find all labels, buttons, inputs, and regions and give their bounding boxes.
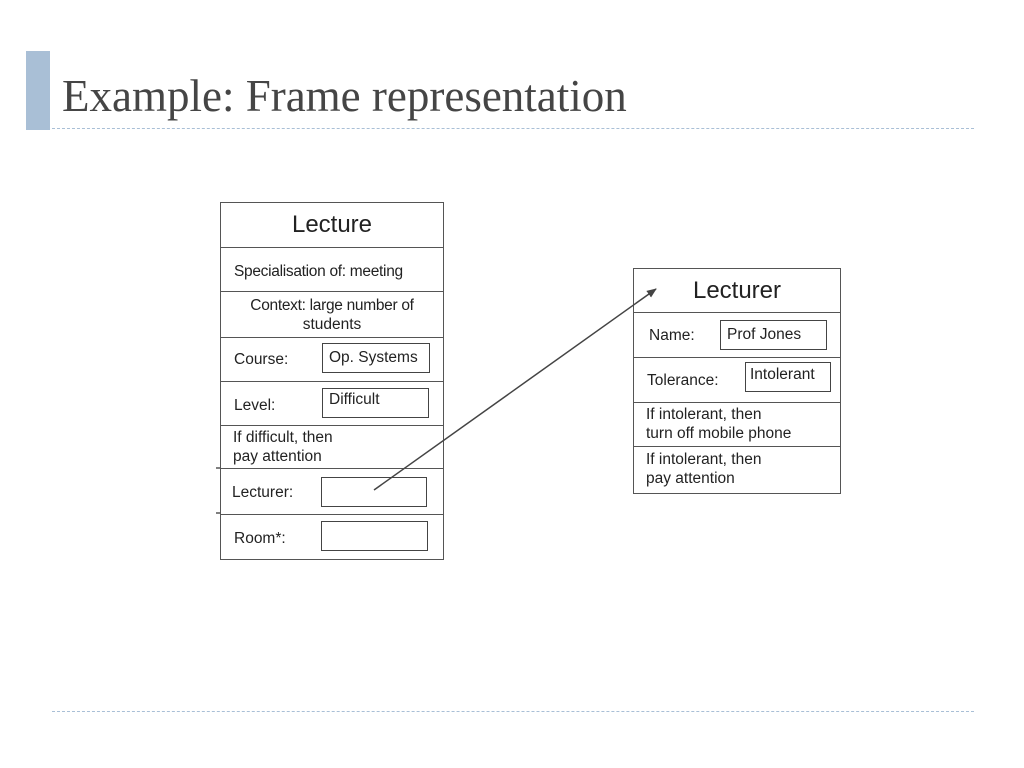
lecturer-slot-box xyxy=(321,477,427,507)
lecturer-tolerance-row: Tolerance: Intolerant xyxy=(634,358,840,403)
lecture-rule-row: If difficult, then pay attention xyxy=(221,426,443,469)
footer-divider xyxy=(52,711,974,712)
level-value-box: Difficult xyxy=(322,388,429,418)
lecture-frame: Lecture Specialisation of: meeting Conte… xyxy=(220,202,444,560)
room-label: Room*: xyxy=(234,530,286,547)
title-accent-bar xyxy=(26,51,50,130)
lecturer-rule1-line1: If intolerant, then xyxy=(646,406,762,423)
lecture-level-row: Level: Difficult xyxy=(221,382,443,426)
course-value-box: Op. Systems xyxy=(322,343,430,373)
tolerance-label: Tolerance: xyxy=(647,372,719,389)
lecture-context-line2: students xyxy=(302,316,362,333)
name-value-box: Prof Jones xyxy=(720,320,827,350)
lecture-course-row: Course: Op. Systems xyxy=(221,338,443,382)
level-label: Level: xyxy=(234,397,276,414)
lecture-context-line1: Context: large number of xyxy=(250,297,414,314)
lecturer-rule2-line1: If intolerant, then xyxy=(646,451,762,468)
name-label: Name: xyxy=(649,327,695,344)
room-value-box xyxy=(321,521,428,551)
lecturer-name-row: Name: Prof Jones xyxy=(634,313,840,358)
tolerance-value-box: Intolerant xyxy=(745,362,831,392)
lecture-specialisation-row: Specialisation of: meeting xyxy=(221,248,443,292)
lecturer-frame-title: Lecturer xyxy=(634,269,840,313)
title-divider xyxy=(52,128,974,129)
course-label: Course: xyxy=(234,351,289,368)
lecture-frame-title: Lecture xyxy=(221,203,443,248)
lecturer-rule2-line2: pay attention xyxy=(646,470,735,487)
lecture-rule-line1: If difficult, then xyxy=(233,429,333,446)
lecturer-rule2-row: If intolerant, then pay attention xyxy=(634,447,840,492)
lecture-room-row: Room*: xyxy=(221,515,443,559)
slide-title: Example: Frame representation xyxy=(62,71,627,121)
lecturer-rule1-row: If intolerant, then turn off mobile phon… xyxy=(634,403,840,447)
lecture-context-row: Context: large number of students xyxy=(221,292,443,338)
lecture-specialisation-text: Specialisation of: meeting xyxy=(234,263,403,280)
lecturer-rule1-line2: turn off mobile phone xyxy=(646,425,792,442)
lecturer-frame: Lecturer Name: Prof Jones Tolerance: Int… xyxy=(633,268,841,494)
lecturer-slot-label: Lecturer: xyxy=(232,484,294,501)
lecture-rule-line2: pay attention xyxy=(233,448,322,465)
lecture-lecturer-row: Lecturer: xyxy=(221,469,443,515)
